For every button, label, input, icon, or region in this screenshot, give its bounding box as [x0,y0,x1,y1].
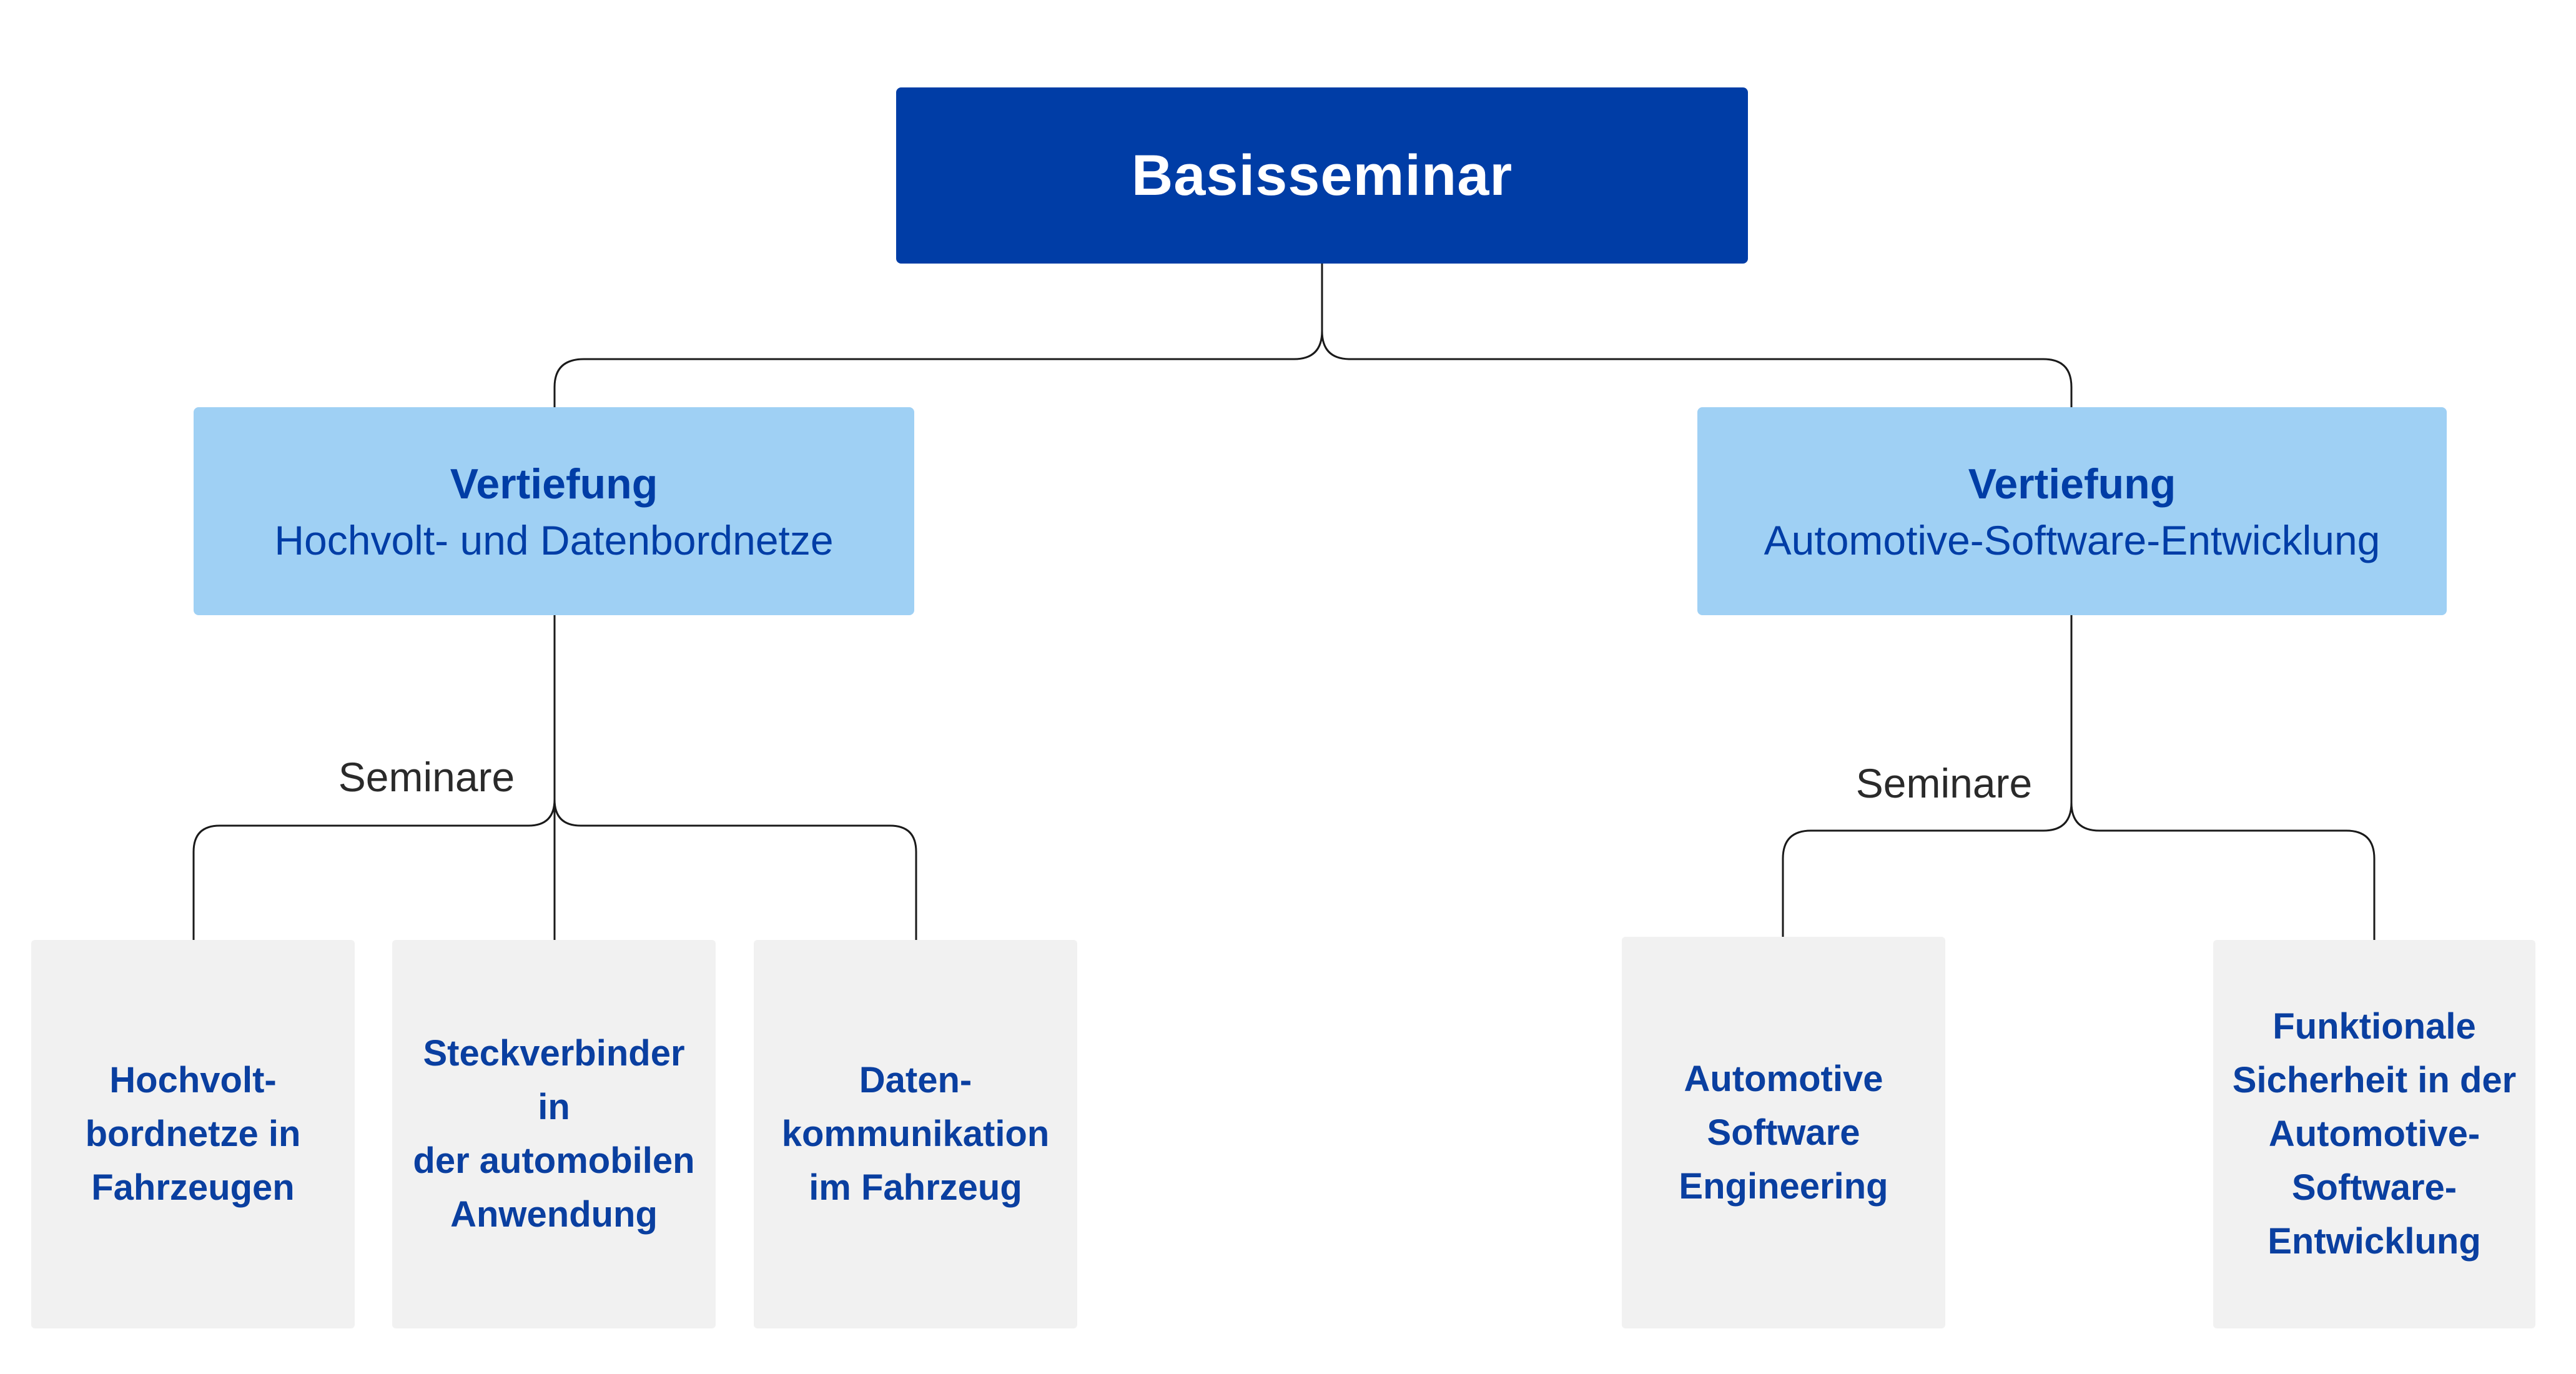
seminar-label-line: Software [1707,1112,1860,1153]
seminar-label-line: Automotive- [2268,1114,2480,1154]
seminar-label-line: Entwicklung [2268,1221,2481,1262]
specialization-node-1: Vertiefung Hochvolt- und Datenbordnetze [194,407,914,615]
connector-spec-2-to-seminar-2 [2070,802,2376,940]
specialization-subtitle: Hochvolt- und Datenbordnetze [274,516,834,563]
seminar-label-line: Funktionale [2273,1006,2476,1047]
specialization-subtitle: Automotive-Software-Entwicklung [1764,516,2381,563]
connector-spec-1-to-seminar-1 [192,615,556,940]
seminar-label-line: im Fahrzeug [809,1167,1022,1208]
seminars-label-2: Seminare [1855,760,2033,806]
root-title: Basisseminar [1131,143,1513,207]
seminar-node-steckverbinder: Steckverbinder in der automobilen Anwend… [392,940,716,1328]
seminar-label-line: Anwendung [450,1194,658,1235]
specialization-title: Vertiefung [1968,460,2176,508]
seminars-label-1: Seminare [338,754,515,800]
seminar-label-line: kommunikation [781,1114,1050,1154]
seminar-label-line: Automotive [1684,1058,1883,1099]
connector-root-to-spec-1 [553,262,1323,407]
seminar-label-line: Steckverbinder in [423,1033,685,1127]
specialization-title: Vertiefung [450,460,658,508]
seminar-label-line: bordnetze in [85,1114,301,1154]
seminar-label-line: Engineering [1679,1165,1888,1207]
connector-spec-2-to-seminar-1 [1782,615,2073,937]
seminar-label-line: der automobilen [413,1140,695,1181]
connector-spec-1-to-seminar-3 [553,799,917,940]
seminar-label-line: Daten- [859,1060,972,1100]
seminar-label-line: Software- [2291,1167,2457,1208]
specialization-node-2: Vertiefung Automotive-Software-Entwicklu… [1697,407,2447,615]
seminar-node-funktionale-sicherheit: Funktionale Sicherheit in der Automotive… [2213,940,2535,1328]
connector-root-to-spec-2 [1321,262,2073,407]
seminar-node-datenkommunikation: Daten- kommunikation im Fahrzeug [754,940,1077,1328]
seminar-label-line: Fahrzeugen [91,1167,295,1208]
seminar-node-hochvolt-bordnetze: Hochvolt- bordnetze in Fahrzeugen [31,940,355,1328]
seminar-node-automotive-software-engineering: Automotive Software Engineering [1622,937,1945,1328]
seminar-label-line: Sicherheit in der [2232,1060,2517,1100]
seminar-label-line: Hochvolt- [109,1060,277,1100]
root-node: Basisseminar [896,87,1748,264]
